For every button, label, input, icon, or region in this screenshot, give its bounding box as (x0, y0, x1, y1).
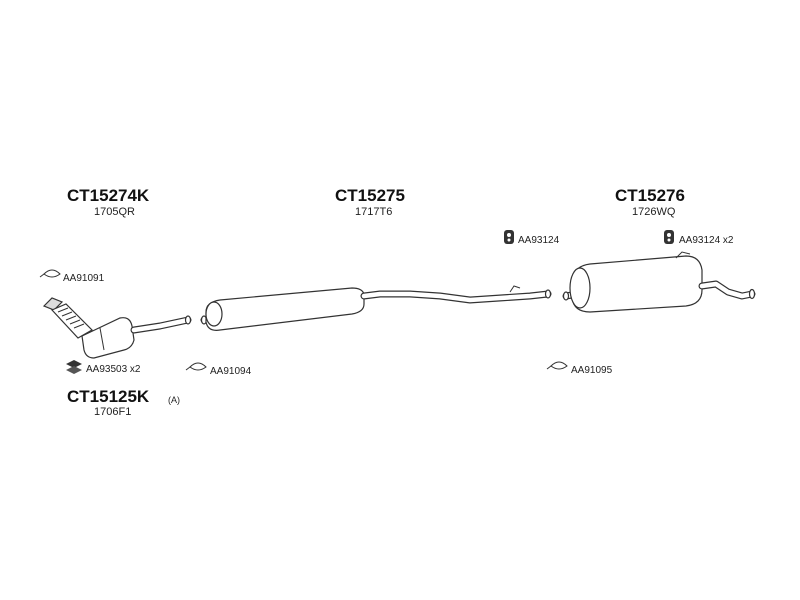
part-code-middle-silencer: CT15275 (335, 186, 405, 205)
part-code-front-pipe: CT15274K (67, 186, 150, 205)
part-ref-rear-silencer: 1726WQ (632, 206, 676, 218)
rubber-hanger-icon (664, 230, 674, 244)
accessory-label-clamp-front: AA91091 (63, 273, 105, 284)
part-ref-front-pipe: 1705QR (94, 206, 135, 218)
label-middle-silencer: CT15275 1717T6 (335, 186, 405, 218)
rear-silencer-drawing (562, 251, 756, 313)
clamp-icon (185, 362, 207, 371)
gasket-icon (66, 360, 82, 374)
accessory-hanger-rear: AA93124 x2 (664, 230, 734, 246)
part-code-rear-silencer: CT15276 (615, 186, 685, 205)
catalyst-front-pipe-drawing (42, 297, 192, 359)
label-catalyst: CT15125K (A) 1706F1 (67, 387, 180, 418)
label-front-pipe: CT15274K 1705QR (67, 186, 150, 218)
accessory-label-clamp-mid: AA91094 (210, 366, 252, 377)
part-ref-middle-silencer: 1717T6 (355, 206, 392, 218)
accessory-label-hanger-mid: AA93124 (518, 235, 560, 246)
accessory-gasket-cat: AA93503 x2 (66, 360, 141, 375)
middle-silencer-drawing (200, 285, 552, 331)
part-suffix-catalyst: (A) (168, 395, 180, 405)
accessory-hanger-mid: AA93124 (504, 230, 560, 246)
clamp-icon (39, 269, 61, 278)
part-ref-catalyst: 1706F1 (94, 406, 131, 418)
accessory-clamp-front: AA91091 (39, 269, 105, 284)
label-rear-silencer: CT15276 1726WQ (615, 186, 685, 218)
clamp-icon (546, 361, 568, 370)
accessory-label-hanger-rear: AA93124 x2 (679, 235, 734, 246)
part-code-catalyst: CT15125K (67, 387, 150, 406)
rubber-hanger-icon (504, 230, 514, 244)
accessory-label-clamp-rear: AA91095 (571, 365, 613, 376)
accessory-clamp-rear: AA91095 (546, 361, 613, 376)
accessory-label-gasket: AA93503 x2 (86, 364, 141, 375)
accessory-clamp-mid: AA91094 (185, 362, 252, 377)
